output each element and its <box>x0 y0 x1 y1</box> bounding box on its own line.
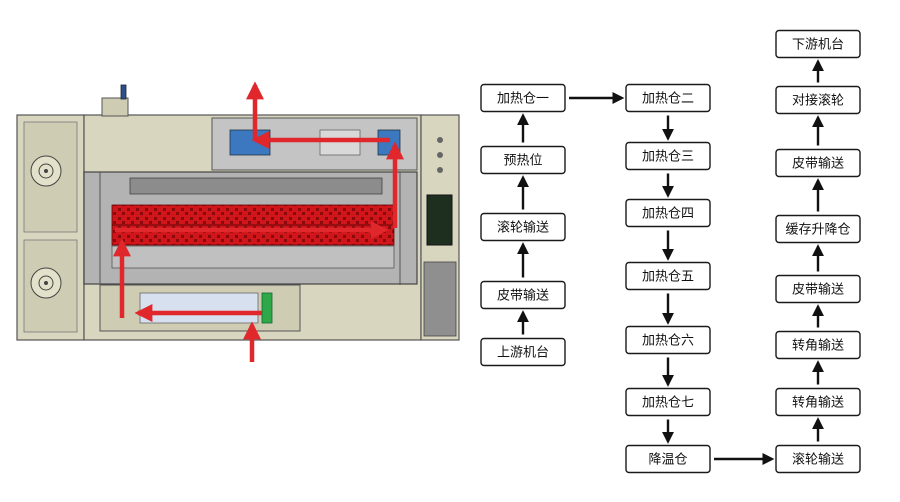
flow-node-label: 加热仓二 <box>642 92 694 107</box>
flow-node-box <box>480 337 566 367</box>
flow-node-label: 缓存升降仓 <box>785 223 850 238</box>
control-screen <box>426 194 453 246</box>
flow-node-label: 上游机台 <box>497 346 549 361</box>
flow-node-box <box>480 83 566 113</box>
flow-node-corner1: 转角输送 <box>775 387 861 417</box>
flow-node-box <box>775 214 861 244</box>
flow-node-buffer: 缓存升降仓 <box>775 214 861 244</box>
fan-icon <box>30 267 62 299</box>
flow-node-box <box>775 387 861 417</box>
flow-node-label: 降温仓 <box>648 453 687 468</box>
flow-node-downstream: 下游机台 <box>775 29 861 59</box>
flow-node-label: 皮带输送 <box>792 282 844 298</box>
flow-node-box <box>775 274 861 304</box>
flow-node-box <box>480 145 566 175</box>
flow-node-heat1: 加热仓一 <box>480 83 566 113</box>
flow-node-heat6: 加热仓六 <box>625 325 711 355</box>
flow-node-belt1: 皮带输送 <box>480 280 566 310</box>
flow-node-box <box>775 85 861 115</box>
flow-node-docking: 对接滚轮 <box>775 85 861 115</box>
flow-node-heat5: 加热仓五 <box>625 261 711 291</box>
flow-node-box <box>480 212 566 242</box>
flow-node-label: 预热位 <box>503 154 542 169</box>
flow-node-label: 转角输送 <box>792 338 844 354</box>
flow-node-label: 滚轮输送 <box>792 452 844 468</box>
flow-node-corner2: 转角输送 <box>775 330 861 360</box>
flow-node-label: 皮带输送 <box>497 288 549 304</box>
flow-node-box <box>775 29 861 59</box>
flow-node-box <box>625 198 711 228</box>
flow-node-label: 皮带输送 <box>792 156 844 172</box>
flow-node-box <box>625 387 711 417</box>
flow-node-label: 下游机台 <box>792 38 844 53</box>
flow-edges <box>517 59 824 465</box>
flow-node-roller2: 滚轮输送 <box>775 444 861 474</box>
flow-node-heat4: 加热仓四 <box>625 198 711 228</box>
flow-node-box <box>775 444 861 474</box>
flow-node-box <box>625 141 711 171</box>
flow-node-heat2: 加热仓二 <box>625 83 711 113</box>
flow-node-box <box>480 280 566 310</box>
flow-node-box <box>625 444 711 474</box>
flow-node-label: 加热仓七 <box>642 396 694 411</box>
flow-node-label: 滚轮输送 <box>497 220 549 236</box>
flow-node-belt2: 皮带输送 <box>775 274 861 304</box>
flow-node-heat7: 加热仓七 <box>625 387 711 417</box>
flow-nodes: 上游机台皮带输送滚轮输送预热位加热仓一加热仓二加热仓三加热仓四加热仓五加热仓六加… <box>480 29 861 474</box>
flow-node-box <box>625 83 711 113</box>
flow-node-label: 加热仓四 <box>642 207 694 222</box>
flow-node-label: 加热仓三 <box>642 150 694 165</box>
flow-node-label: 加热仓六 <box>642 334 694 349</box>
flow-node-label: 加热仓五 <box>642 270 694 285</box>
flow-node-belt3: 皮带输送 <box>775 148 861 178</box>
flow-node-label: 转角输送 <box>792 395 844 411</box>
flow-node-box <box>625 325 711 355</box>
flow-node-cool: 降温仓 <box>625 444 711 474</box>
flow-node-preheat: 预热位 <box>480 145 566 175</box>
flow-node-label: 加热仓一 <box>497 92 549 107</box>
flow-node-box <box>625 261 711 291</box>
red-flow-arrows <box>113 81 404 362</box>
flow-node-upstream: 上游机台 <box>480 337 566 367</box>
flow-node-label: 对接滚轮 <box>792 93 844 109</box>
flow-node-roller1: 滚轮输送 <box>480 212 566 242</box>
machine-drawing <box>16 84 460 341</box>
flow-node-box <box>775 330 861 360</box>
fan-icon <box>30 155 62 187</box>
flow-node-heat3: 加热仓三 <box>625 141 711 171</box>
flow-node-box <box>775 148 861 178</box>
